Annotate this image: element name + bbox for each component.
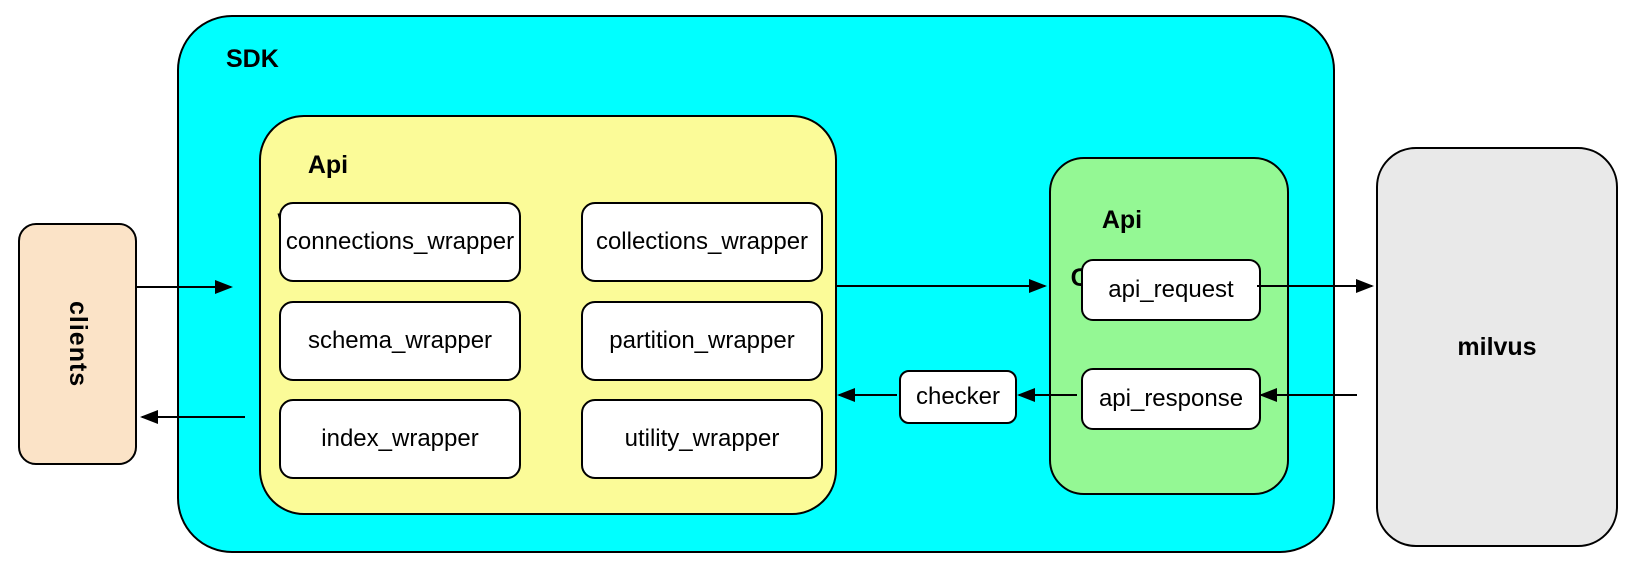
utility-wrapper-node: utility_wrapper (581, 399, 823, 479)
clients-node: clients (18, 223, 137, 465)
collections-wrapper-node: collections_wrapper (581, 202, 823, 282)
sdk-label: SDK (226, 45, 279, 73)
milvus-label: milvus (1457, 332, 1537, 361)
partition-wrapper-node: partition_wrapper (581, 301, 823, 381)
checker-node: checker (899, 370, 1017, 424)
api-wrapper-label-line1: Api (307, 151, 349, 179)
api-gateway-label-line1: Api (1101, 206, 1143, 234)
sdk-node: SDK Api Wrapper connections_wrapper sche… (177, 15, 1335, 553)
clients-label: clients (64, 300, 92, 388)
milvus-node: milvus (1376, 147, 1618, 547)
index-wrapper-node: index_wrapper (279, 399, 521, 479)
schema-wrapper-node: schema_wrapper (279, 301, 521, 381)
connections-wrapper-node: connections_wrapper (279, 202, 521, 282)
api-gateway-node: Api Gateway api_request api_response (1049, 157, 1289, 495)
api-request-node: api_request (1081, 259, 1261, 321)
api-response-node: api_response (1081, 368, 1261, 430)
api-wrapper-node: Api Wrapper connections_wrapper schema_w… (259, 115, 837, 515)
